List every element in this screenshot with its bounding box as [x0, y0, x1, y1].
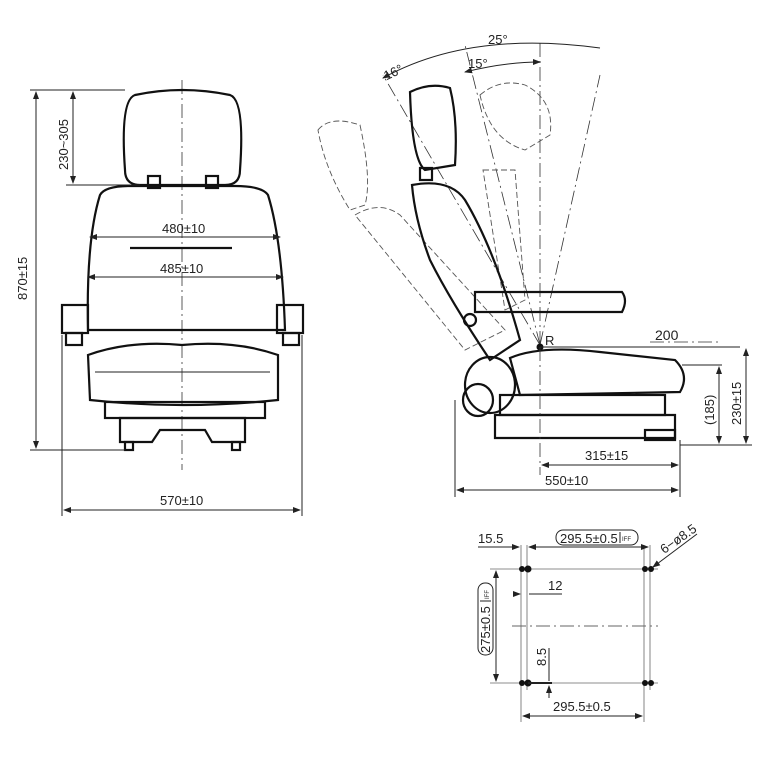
- dim-slide-length: 315±15: [585, 448, 628, 463]
- dim-width-bottom: 295.5±0.5: [553, 699, 611, 714]
- ghost-reclined-backrest: [317, 120, 369, 211]
- front-backrest: [86, 184, 287, 332]
- side-armrest: [473, 290, 627, 314]
- angle-back: 15°: [468, 56, 488, 71]
- side-headrest: [408, 84, 457, 172]
- dim-seat-height: 230±15: [729, 382, 744, 425]
- front-cushion: [86, 342, 280, 407]
- dim-offset: 15.5: [478, 531, 503, 546]
- side-view: 25° 16° 15° R 200 230±15: [317, 32, 752, 497]
- dim-width-top: 295.5±0.5: [560, 531, 618, 546]
- dim-overall-width: 570±10: [160, 493, 203, 508]
- dim-headrest-adjust: 230~305: [56, 119, 71, 170]
- side-base: [498, 393, 667, 417]
- angle-total: 25°: [488, 32, 508, 47]
- angle-forward: 16°: [381, 61, 405, 83]
- dim-overall-depth: 550±10: [545, 473, 588, 488]
- side-cushion: [508, 348, 686, 397]
- hole-spec: 6−ø8.5: [657, 521, 699, 557]
- dim-height: 275±0.5: [478, 606, 493, 653]
- tag-side: IFF: [485, 590, 491, 599]
- front-armrest-left: [60, 303, 90, 335]
- side-backrest: [410, 182, 522, 362]
- front-view: 870±15 230~305 480±10 485±10 570±10: [15, 80, 305, 516]
- dim-seat-height-min: (185): [702, 395, 717, 425]
- dim-overall-height: 870±15: [15, 257, 30, 300]
- ghost-forward-backrest: [479, 82, 552, 151]
- dim-slot-height: 8.5: [534, 648, 549, 666]
- dim-slot: 12: [548, 578, 562, 593]
- dim-backrest-width-top: 480±10: [162, 221, 205, 236]
- tag-top: IFF: [622, 537, 631, 543]
- dim-backrest-width-mid: 485±10: [160, 261, 203, 276]
- front-armrest-right: [275, 303, 305, 335]
- dim-seat-depth: 200: [655, 327, 679, 343]
- mounting-hole-plan: 15.5 295.5±0.5 IFF 6−ø8.5 12 275±0.5 IFF…: [477, 521, 699, 722]
- front-headrest: [122, 88, 243, 187]
- reference-point-label: R: [545, 333, 554, 348]
